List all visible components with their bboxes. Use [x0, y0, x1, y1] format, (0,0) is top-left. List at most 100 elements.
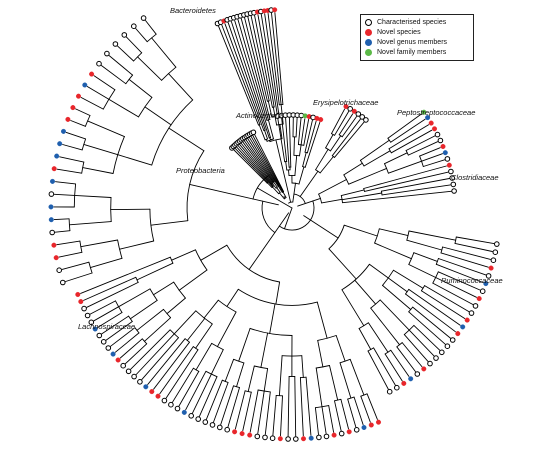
branch-segment — [334, 400, 342, 432]
clade-label-proteobacteria: Proteobacteria — [176, 166, 225, 175]
branch-arc — [128, 315, 133, 322]
branch-segment — [58, 251, 83, 258]
characterised-species-tip — [48, 191, 55, 197]
characterised-species-tip — [105, 345, 112, 351]
legend-item-novel-family: Novel family members — [365, 47, 446, 57]
branch-segment — [119, 240, 155, 250]
branch-segment — [403, 334, 429, 362]
branch-segment — [244, 17, 271, 120]
branch-segment — [147, 338, 186, 385]
branch-arc — [249, 327, 293, 336]
branch-segment — [295, 117, 298, 138]
novel-species-tip — [351, 108, 357, 114]
branch-segment — [136, 308, 164, 331]
novel-species-tip — [421, 366, 427, 372]
branch-segment — [440, 252, 489, 268]
branch-segment — [205, 379, 223, 420]
branch-segment — [264, 13, 280, 114]
characterised-species-tip — [140, 15, 147, 21]
branch-segment — [422, 159, 446, 167]
characterised-species-tip — [174, 405, 181, 412]
branch-segment — [331, 108, 346, 135]
characterised-species-tip — [434, 131, 441, 138]
branch-segment — [298, 166, 305, 185]
branch-segment — [408, 329, 435, 357]
branch-segment — [185, 370, 207, 411]
branch-arc — [270, 138, 274, 141]
branch-segment — [408, 264, 437, 278]
branch-arc — [408, 252, 415, 265]
branch-segment — [56, 168, 83, 174]
branch-segment — [247, 16, 268, 102]
branch-segment — [379, 299, 410, 331]
branch-segment — [136, 262, 174, 281]
characterised-species-tip — [468, 310, 475, 316]
novel-species-tip — [455, 331, 461, 337]
characterised-species-tip — [209, 422, 216, 428]
red-dot-icon — [365, 28, 372, 36]
branch-segment — [89, 300, 116, 315]
branch-segment — [210, 349, 224, 375]
branch-segment — [330, 135, 342, 152]
branch-segment — [135, 28, 148, 43]
characterised-species-tip — [224, 426, 230, 433]
branch-segment — [306, 120, 317, 154]
branch-segment — [53, 218, 70, 221]
branch-segment — [89, 257, 123, 269]
branch-segment — [234, 148, 269, 184]
novel-genus-tip — [308, 435, 314, 441]
branch-segment — [82, 167, 114, 174]
branch-segment — [236, 362, 245, 388]
branch-segment — [150, 220, 189, 226]
branch-segment — [408, 311, 446, 345]
clade-label-lachnospiraceae: Lachnospiraceae — [78, 322, 136, 331]
branch-segment — [80, 256, 171, 294]
branch-segment — [424, 285, 470, 313]
branch-segment — [198, 376, 218, 417]
branch-segment — [380, 178, 450, 192]
branch-segment — [129, 299, 158, 320]
branch-segment — [108, 55, 134, 76]
branch-arc — [125, 74, 134, 85]
novel-genus-tip — [408, 376, 414, 382]
branch-segment — [390, 129, 433, 154]
branch-segment — [173, 310, 197, 335]
branch-segment — [364, 171, 449, 192]
branch-segment — [165, 349, 199, 399]
branch-segment — [420, 290, 466, 319]
branch-segment — [384, 353, 403, 382]
branch-segment — [408, 288, 461, 326]
branch-segment — [387, 160, 423, 174]
branch-arc — [192, 346, 199, 351]
branch-segment — [341, 192, 383, 201]
branch-segment — [390, 349, 410, 377]
branch-segment — [252, 135, 284, 192]
characterised-species-tip — [81, 305, 87, 312]
branch-segment — [368, 263, 389, 279]
branch-arc — [363, 188, 365, 192]
branch-segment — [303, 215, 339, 239]
branch-segment — [304, 121, 321, 168]
characterised-species-tip — [439, 349, 445, 356]
branch-segment — [247, 138, 279, 187]
branch-segment — [401, 342, 423, 368]
branch-arc — [384, 349, 392, 355]
branch-arc — [288, 201, 294, 204]
characterised-species-tip — [353, 427, 360, 433]
branch-segment — [366, 393, 378, 420]
branch-arc — [149, 288, 158, 301]
branch-arc — [195, 310, 213, 325]
branch-segment — [101, 315, 130, 335]
branch-segment — [315, 148, 329, 171]
novel-species-tip — [440, 143, 446, 149]
branch-segment — [317, 339, 324, 368]
branch-segment — [220, 385, 234, 426]
branch-segment — [195, 342, 213, 371]
branch-segment — [267, 119, 274, 140]
branch-segment — [83, 276, 137, 301]
novel-species-tip — [65, 116, 71, 122]
characterised-species-tip — [168, 401, 174, 408]
legend-label: Novel family members — [377, 48, 447, 56]
branch-segment — [119, 338, 143, 359]
branch-segment — [285, 161, 288, 171]
